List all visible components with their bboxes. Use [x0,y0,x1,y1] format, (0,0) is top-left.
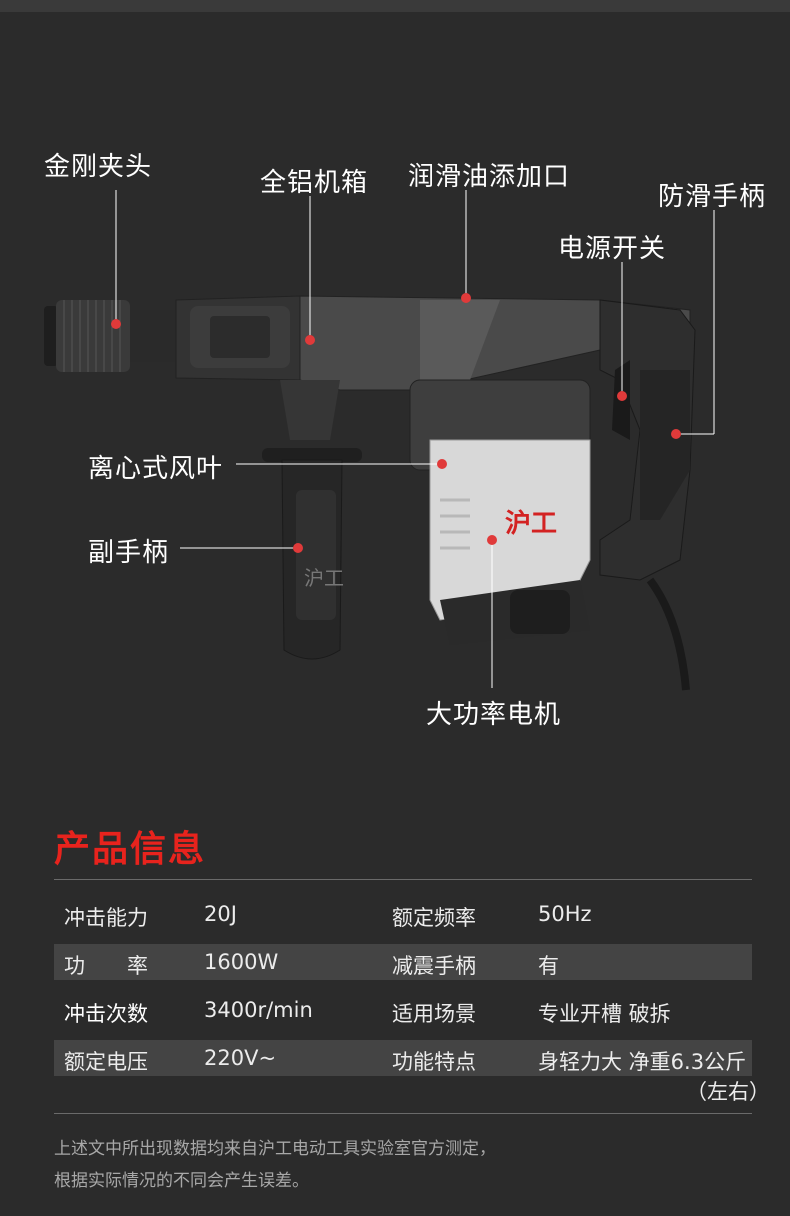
footnote-line-2: 根据实际情况的不同会产生误差。 [54,1171,309,1191]
callout-chuck: 金刚夹头 [44,152,153,182]
footnote-line-1: 上述文中所出现数据均来自沪工电动工具实验室官方测定， [54,1139,496,1159]
spec-key: 额定电压 [64,1050,148,1074]
spec-value: 50Hz [538,902,592,926]
spec-key: 适用场景 [392,1002,476,1026]
spec-value-continued: （左右） [686,1080,770,1104]
spec-key: 冲击能力 [64,906,148,930]
callout-aluminium-housing: 全铝机箱 [260,168,369,198]
callout-centrifugal-fan: 离心式风叶 [88,454,224,484]
spec-value: 有 [538,954,559,978]
spec-row: 额定电压 220V~ 功能特点 身轻力大 净重6.3公斤 [54,1040,752,1076]
motor-brand-mark: 沪工 [505,509,557,539]
spec-row: 功 率 1600W 减震手柄 有 [54,944,752,980]
spec-key: 功 率 [64,954,148,978]
spec-value: 220V~ [204,1046,277,1070]
callout-dots [111,293,681,553]
spec-key: 减震手柄 [392,954,476,978]
callout-oil-port: 润滑油添加口 [408,162,571,192]
side-handle-brand-mark: 沪工 [304,566,344,590]
callout-antislip-handle: 防滑手柄 [658,182,767,212]
spec-value: 1600W [204,950,279,974]
spec-value: 3400r/min [204,998,313,1022]
spec-key: 额定频率 [392,906,476,930]
callout-auxiliary-handle: 副手柄 [88,538,170,568]
section-title: 产品信息 [54,829,207,870]
chuck-part [44,300,176,372]
spec-value: 身轻力大 净重6.3公斤 [538,1050,747,1074]
callout-power-switch: 电源开关 [558,234,667,264]
spec-row: 冲击次数 3400r/min 适用场景 专业开槽 破拆 [54,992,752,1028]
spec-key: 功能特点 [392,1050,476,1074]
callout-lines [115,190,715,688]
spec-value: 专业开槽 破拆 [538,1002,671,1026]
divider [54,1113,752,1114]
spec-row: 冲击能力 20J 额定频率 50Hz [54,896,752,932]
spec-value: 20J [204,902,237,926]
callout-motor: 大功率电机 [426,700,562,730]
top-strip [0,0,790,12]
spec-key: 冲击次数 [64,1002,148,1026]
divider [54,879,752,880]
demolition-hammer-illustration: 沪工 沪工 [44,190,715,691]
